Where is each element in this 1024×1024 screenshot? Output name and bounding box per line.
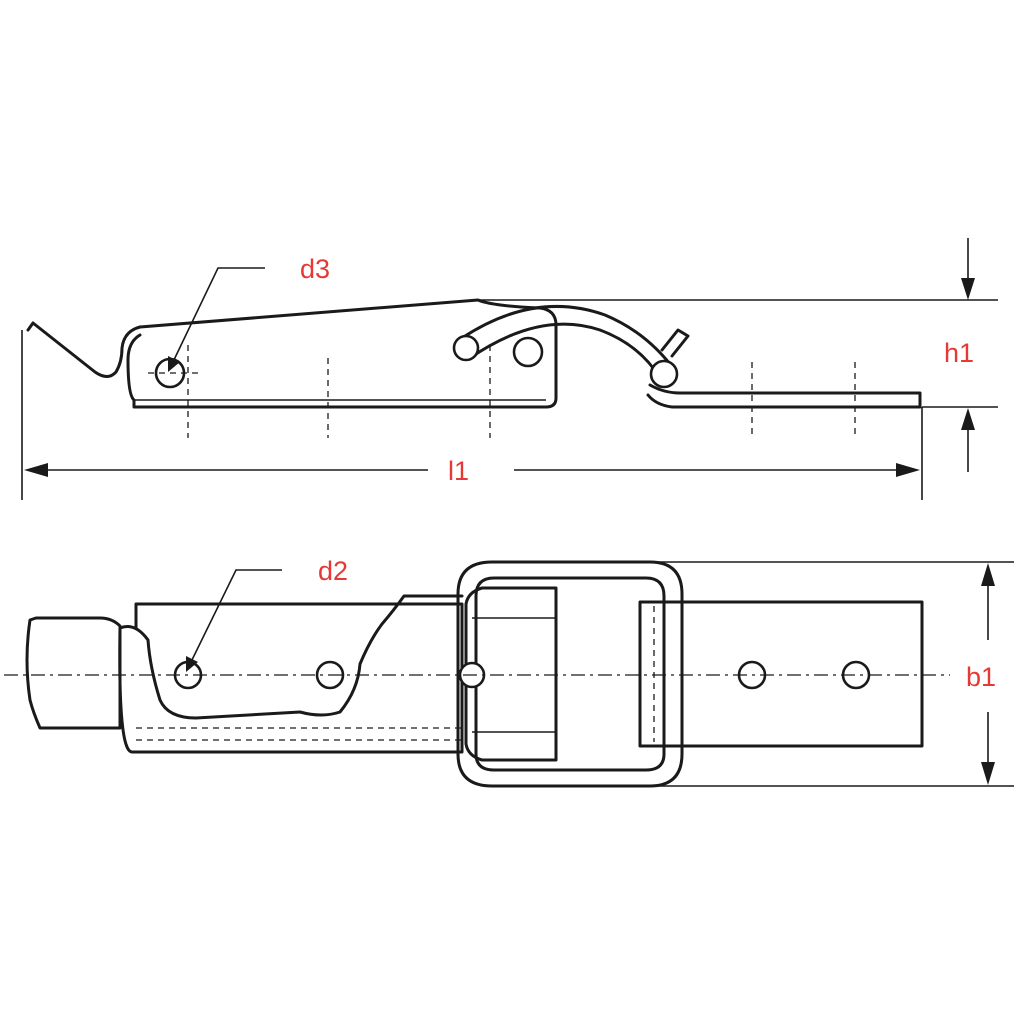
cutaway-outline — [118, 594, 464, 720]
buckle-frame-outer — [456, 560, 684, 788]
pivot-left — [452, 334, 480, 362]
pivot-right — [649, 359, 679, 389]
b1-dimension — [650, 561, 1014, 787]
label-d2: d2 — [318, 556, 348, 586]
buckle-frame-inner — [474, 576, 666, 772]
l1-dimension — [21, 330, 923, 500]
buckle-tongue-highlight — [472, 617, 556, 733]
label-b1: b1 — [966, 662, 996, 692]
keeper-plate — [646, 383, 922, 409]
side-view — [26, 298, 922, 438]
label-l1: l1 — [448, 456, 469, 486]
small-tab — [660, 328, 690, 358]
top-hook-tip — [25, 616, 122, 730]
curved-link-inner — [460, 305, 678, 374]
hook-tip — [26, 321, 142, 378]
curved-link — [468, 322, 662, 380]
pivot-middle — [512, 336, 544, 368]
h1-dimension — [478, 238, 998, 472]
top-view — [4, 560, 950, 788]
buckle-tongue — [464, 586, 558, 762]
top-keeper-plate — [638, 600, 924, 748]
lever-body — [126, 298, 558, 409]
top-lever-body — [118, 602, 464, 754]
label-h1: h1 — [944, 338, 974, 368]
d3-leader — [168, 267, 265, 372]
label-d3: d3 — [300, 254, 330, 284]
d2-leader — [186, 569, 282, 672]
